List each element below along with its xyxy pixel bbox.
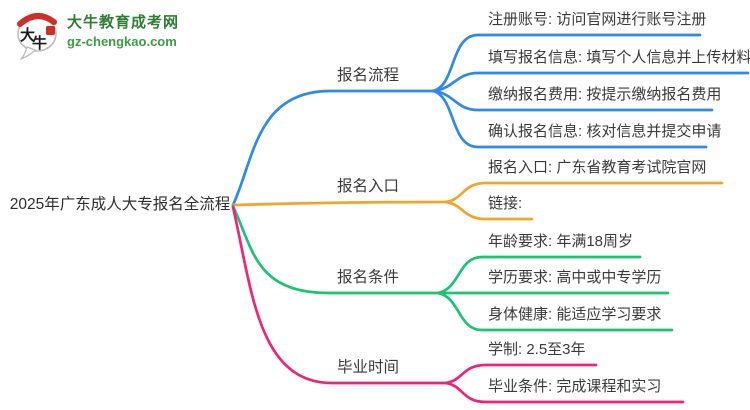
root-topic: 2025年广东成人大专报名全流程 xyxy=(9,196,231,213)
node-graduation-conditions: 毕业条件: 完成课程和实习 xyxy=(488,378,662,395)
logo-char-da: 大 xyxy=(20,26,35,44)
node-confirm-signup-info: 确认报名信息: 核对信息并提交申请 xyxy=(488,123,722,140)
link-req-to-health xyxy=(436,291,674,332)
link-root-to-graduation xyxy=(231,205,448,385)
link-grad-to-duration xyxy=(444,363,598,385)
link-process-to-confirm xyxy=(431,89,708,149)
node-pay-signup-fee: 缴纳报名费用: 按提示缴纳报名费用 xyxy=(488,86,722,103)
link-root-to-requirements xyxy=(231,204,440,295)
daniu-bubble-logo-icon: 大 牛 xyxy=(17,13,57,60)
link-process-to-pay-fee xyxy=(431,89,714,112)
logo-char-niu: 牛 xyxy=(32,34,47,52)
branch-signup-requirements: 报名条件 xyxy=(336,269,399,286)
node-health-requirement: 身体健康: 能适应学习要求 xyxy=(488,306,662,323)
link-process-to-fill-info xyxy=(431,71,750,93)
site-domain: gz-chengkao.com xyxy=(67,34,177,49)
link-grad-to-conditions xyxy=(444,381,685,404)
node-register-account: 注册账号: 访问官网进行账号注册 xyxy=(488,11,707,28)
link-root-to-entry xyxy=(231,200,447,207)
link-req-to-age xyxy=(436,255,642,295)
node-education-requirement: 学历要求: 高中或中专学历 xyxy=(488,269,662,286)
site-logo: 大 牛 大牛教育成考网 gz-chengkao.com xyxy=(13,9,179,61)
link-entry-to-site xyxy=(443,181,724,204)
branch-signup-entry: 报名入口 xyxy=(336,178,399,195)
site-name: 大牛教育成考网 xyxy=(67,14,180,31)
node-study-duration: 学制: 2.5至3年 xyxy=(488,341,586,358)
link-entry-to-link xyxy=(443,200,534,221)
node-entry-site: 报名入口: 广东省教育考试院官网 xyxy=(488,159,707,176)
node-entry-link: 链接: xyxy=(488,195,523,212)
branch-graduation-time: 毕业时间 xyxy=(336,359,399,376)
node-age-requirement: 年龄要求: 年满18周岁 xyxy=(488,233,634,250)
link-root-to-process xyxy=(231,89,435,207)
branch-signup-process: 报名流程 xyxy=(336,67,399,84)
site-logo-text: 大牛教育成考网 gz-chengkao.com xyxy=(67,9,179,50)
link-process-to-register xyxy=(431,33,702,93)
node-fill-signup-info: 填写报名信息: 填写个人信息并上传材料 xyxy=(488,49,750,66)
